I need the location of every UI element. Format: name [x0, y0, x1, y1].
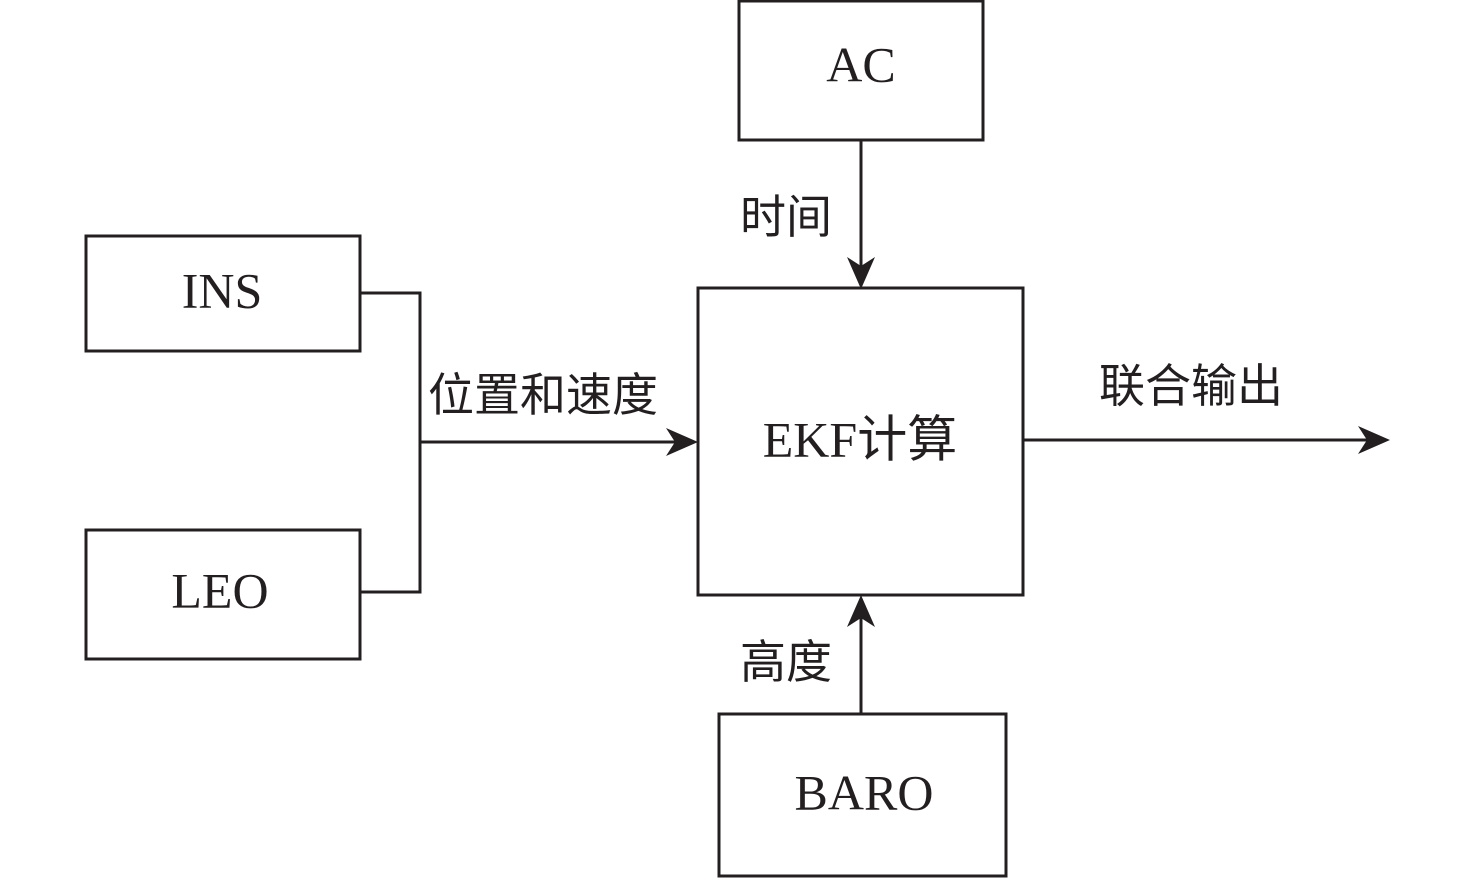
ac-box — [737, 0, 985, 142]
ekf-box — [696, 286, 1025, 597]
ins-label: INS — [182, 262, 263, 318]
ac-label: AC — [826, 36, 895, 92]
ins-leo-to-ekf-arrowhead — [666, 428, 698, 456]
ins-leo-to-ekf-connector: 位置和速度 — [360, 291, 698, 594]
baro-label: BARO — [795, 764, 934, 820]
ins-box — [84, 234, 362, 353]
baro-to-ekf-label: 高度 — [740, 635, 832, 689]
ekf-output-label: 联合输出 — [1099, 359, 1283, 413]
ekf-node: EKF计算 — [696, 286, 1025, 597]
baro-node: BARO — [717, 712, 1008, 878]
ins-node: INS — [84, 234, 362, 353]
leo-label: LEO — [171, 562, 268, 618]
leo-node: LEO — [84, 528, 362, 661]
baro-to-ekf-connector: 高度 — [740, 595, 875, 714]
ins-leo-to-ekf-label: 位置和速度 — [428, 368, 658, 422]
ac-to-ekf-label: 时间 — [740, 190, 832, 244]
ac-node: AC — [737, 0, 985, 142]
ekf-output-arrowhead — [1358, 426, 1390, 454]
ac-to-ekf-connector: 时间 — [740, 140, 875, 289]
leo-box — [84, 528, 362, 661]
baro-box — [717, 712, 1008, 878]
baro-to-ekf-arrowhead — [847, 595, 875, 627]
ins-leo-merge-bracket — [360, 291, 422, 594]
ekf-output-connector: 联合输出 — [1023, 359, 1390, 454]
ac-to-ekf-arrowhead — [847, 257, 875, 289]
ekf-label: EKF计算 — [763, 411, 957, 467]
